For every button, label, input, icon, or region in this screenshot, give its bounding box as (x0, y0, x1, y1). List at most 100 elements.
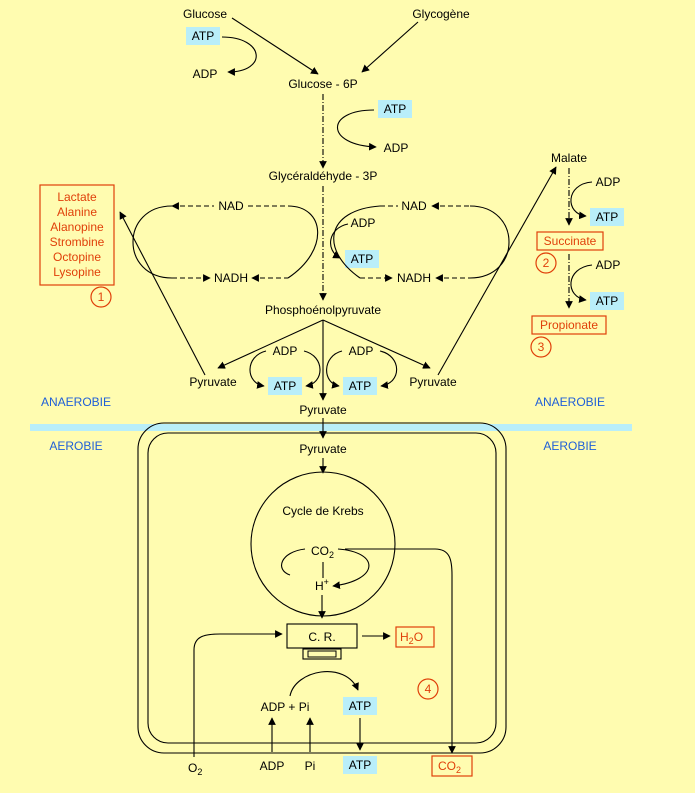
h2o-label: H2O (400, 630, 423, 646)
zone-label-anaerobie-right: ANAEROBIE (535, 395, 605, 409)
atp-synthase-box (302, 648, 342, 660)
atp-left-label: ATP (274, 379, 296, 393)
krebs-label: Cycle de Krebs (282, 504, 363, 518)
left-product-item: Lysopine (53, 265, 101, 279)
h2o-box (395, 626, 435, 648)
arrow-adp-a-to-atp-a (570, 181, 593, 220)
atp-box-inner (343, 697, 377, 715)
loop-right-outer (469, 205, 510, 279)
glucose-label: Glucose (183, 7, 227, 21)
adp-pi-label: ADP + Pi (261, 700, 310, 714)
zone-label-aerobie-right: AEROBIE (543, 439, 596, 453)
number-circle-4 (417, 678, 439, 700)
pep-label: Phosphoénolpyruvate (265, 303, 381, 317)
left-product-item: Strombine (50, 235, 105, 249)
adp-label-b: ADP (596, 258, 621, 272)
loop-left-outer (132, 205, 173, 279)
o2-label: O2 (188, 761, 202, 777)
number-1: 1 (98, 290, 105, 304)
cr-label: C. R. (308, 630, 335, 644)
number-3: 3 (538, 340, 545, 354)
succinate-box (536, 231, 604, 251)
zone-label-anaerobie-left: ANAEROBIE (41, 395, 111, 409)
arrow-pyruvate-to-left-products (119, 211, 206, 376)
atp-right-label: ATP (349, 379, 371, 393)
arrow-adp-right-to-atp-right (379, 350, 398, 389)
propionate-box (531, 315, 607, 335)
arrow-adp-pi-to-atp (289, 671, 359, 697)
succinate-label: Succinate (544, 234, 597, 248)
pyruvate-left-label: Pyruvate (189, 375, 237, 389)
glycogene-label: Glycogène (412, 7, 470, 21)
glyceraldehyde-3p-label: Glycéraldéhyde - 3P (269, 169, 378, 183)
atp-box-bottom (343, 756, 377, 774)
arrow-adp-left-to-atp-left (249, 350, 267, 389)
atp-box-left (268, 377, 302, 395)
arrow-pep-to-pyruvate-right (322, 319, 431, 369)
loop-right-inner (333, 205, 381, 279)
anaerobic-aerobic-separator (30, 424, 632, 431)
malate-label: Malate (551, 151, 587, 165)
arc-krebs-left (281, 548, 306, 576)
left-product-item: Alanine (57, 205, 97, 219)
arrow-atp1-to-adp1 (221, 36, 257, 76)
atp-label-2: ATP (384, 102, 406, 116)
co2-bottom-box (431, 755, 473, 777)
number-circle-2 (535, 252, 557, 274)
atp-box-right (343, 377, 377, 395)
number-circle-1 (90, 286, 112, 308)
co2-inner-label: CO2 (311, 544, 334, 560)
arrow-pep-to-pyruvate-left (217, 319, 324, 369)
atp-box-3 (345, 250, 379, 268)
propionate-label: Propionate (540, 318, 598, 332)
left-product-item: Lactate (57, 190, 97, 204)
atp-synthase-inner (307, 650, 337, 658)
number-2: 2 (543, 256, 550, 270)
atp-label-1: ATP (192, 29, 214, 43)
number-circle-3 (530, 336, 552, 358)
atp-label-b: ATP (596, 294, 618, 308)
arrow-adp-b-to-atp-b (570, 264, 593, 303)
adp-bottom-label: ADP (260, 759, 285, 773)
loop-left-inner (287, 205, 319, 279)
adp-right-label: ADP (349, 344, 374, 358)
atp-label-a: ATP (596, 210, 618, 224)
left-product-item: Octopine (53, 250, 101, 264)
co2-bottom-label: CO2 (438, 759, 461, 775)
arrow-glucose-to-g6p (231, 17, 319, 75)
arrow-adp-left-to-atp-left-inner (303, 350, 321, 389)
arrow-co2-out (345, 548, 456, 754)
pyruvate-right-label: Pyruvate (409, 375, 457, 389)
number-4: 4 (425, 682, 432, 696)
h-plus-label: H+ (315, 577, 329, 593)
nadh-right-label: NADH (397, 271, 431, 285)
nadh-left-label: NADH (214, 271, 248, 285)
adp-left-label: ADP (273, 344, 298, 358)
atp-box-a (590, 208, 624, 226)
arrow-glycogene-to-g6p (361, 21, 419, 73)
arrow-adp3-to-atp3 (330, 223, 349, 259)
pyruvate-center-label: Pyruvate (299, 403, 347, 417)
left-products-box (39, 184, 115, 286)
left-products-list: Lactate Alanine Alanopine Strombine Octo… (50, 190, 105, 279)
arrow-adp-right-to-atp-right-inner (326, 350, 343, 389)
nad-left-label: NAD (218, 199, 244, 213)
pi-bottom-label: Pi (305, 759, 316, 773)
adp-label-3: ADP (351, 216, 376, 230)
atp-box-2 (378, 100, 412, 118)
mitochondrion-outer-membrane (137, 422, 507, 754)
atp-bottom-label: ATP (349, 758, 371, 772)
respiratory-chain-box (286, 623, 358, 649)
left-product-item: Alanopine (50, 220, 104, 234)
adp-label-a: ADP (596, 175, 621, 189)
atp-inner-label: ATP (349, 699, 371, 713)
arrow-atp2-to-adp2 (336, 109, 377, 151)
atp-box-1 (186, 27, 220, 45)
adp-label-1: ADP (193, 67, 218, 81)
adp-label-2: ADP (384, 141, 409, 155)
atp-box-b (590, 292, 624, 310)
zone-label-aerobie-left: AEROBIE (49, 439, 102, 453)
arrow-o2-to-cr (193, 630, 283, 757)
arrow-pyruvate-to-malate (437, 166, 557, 376)
